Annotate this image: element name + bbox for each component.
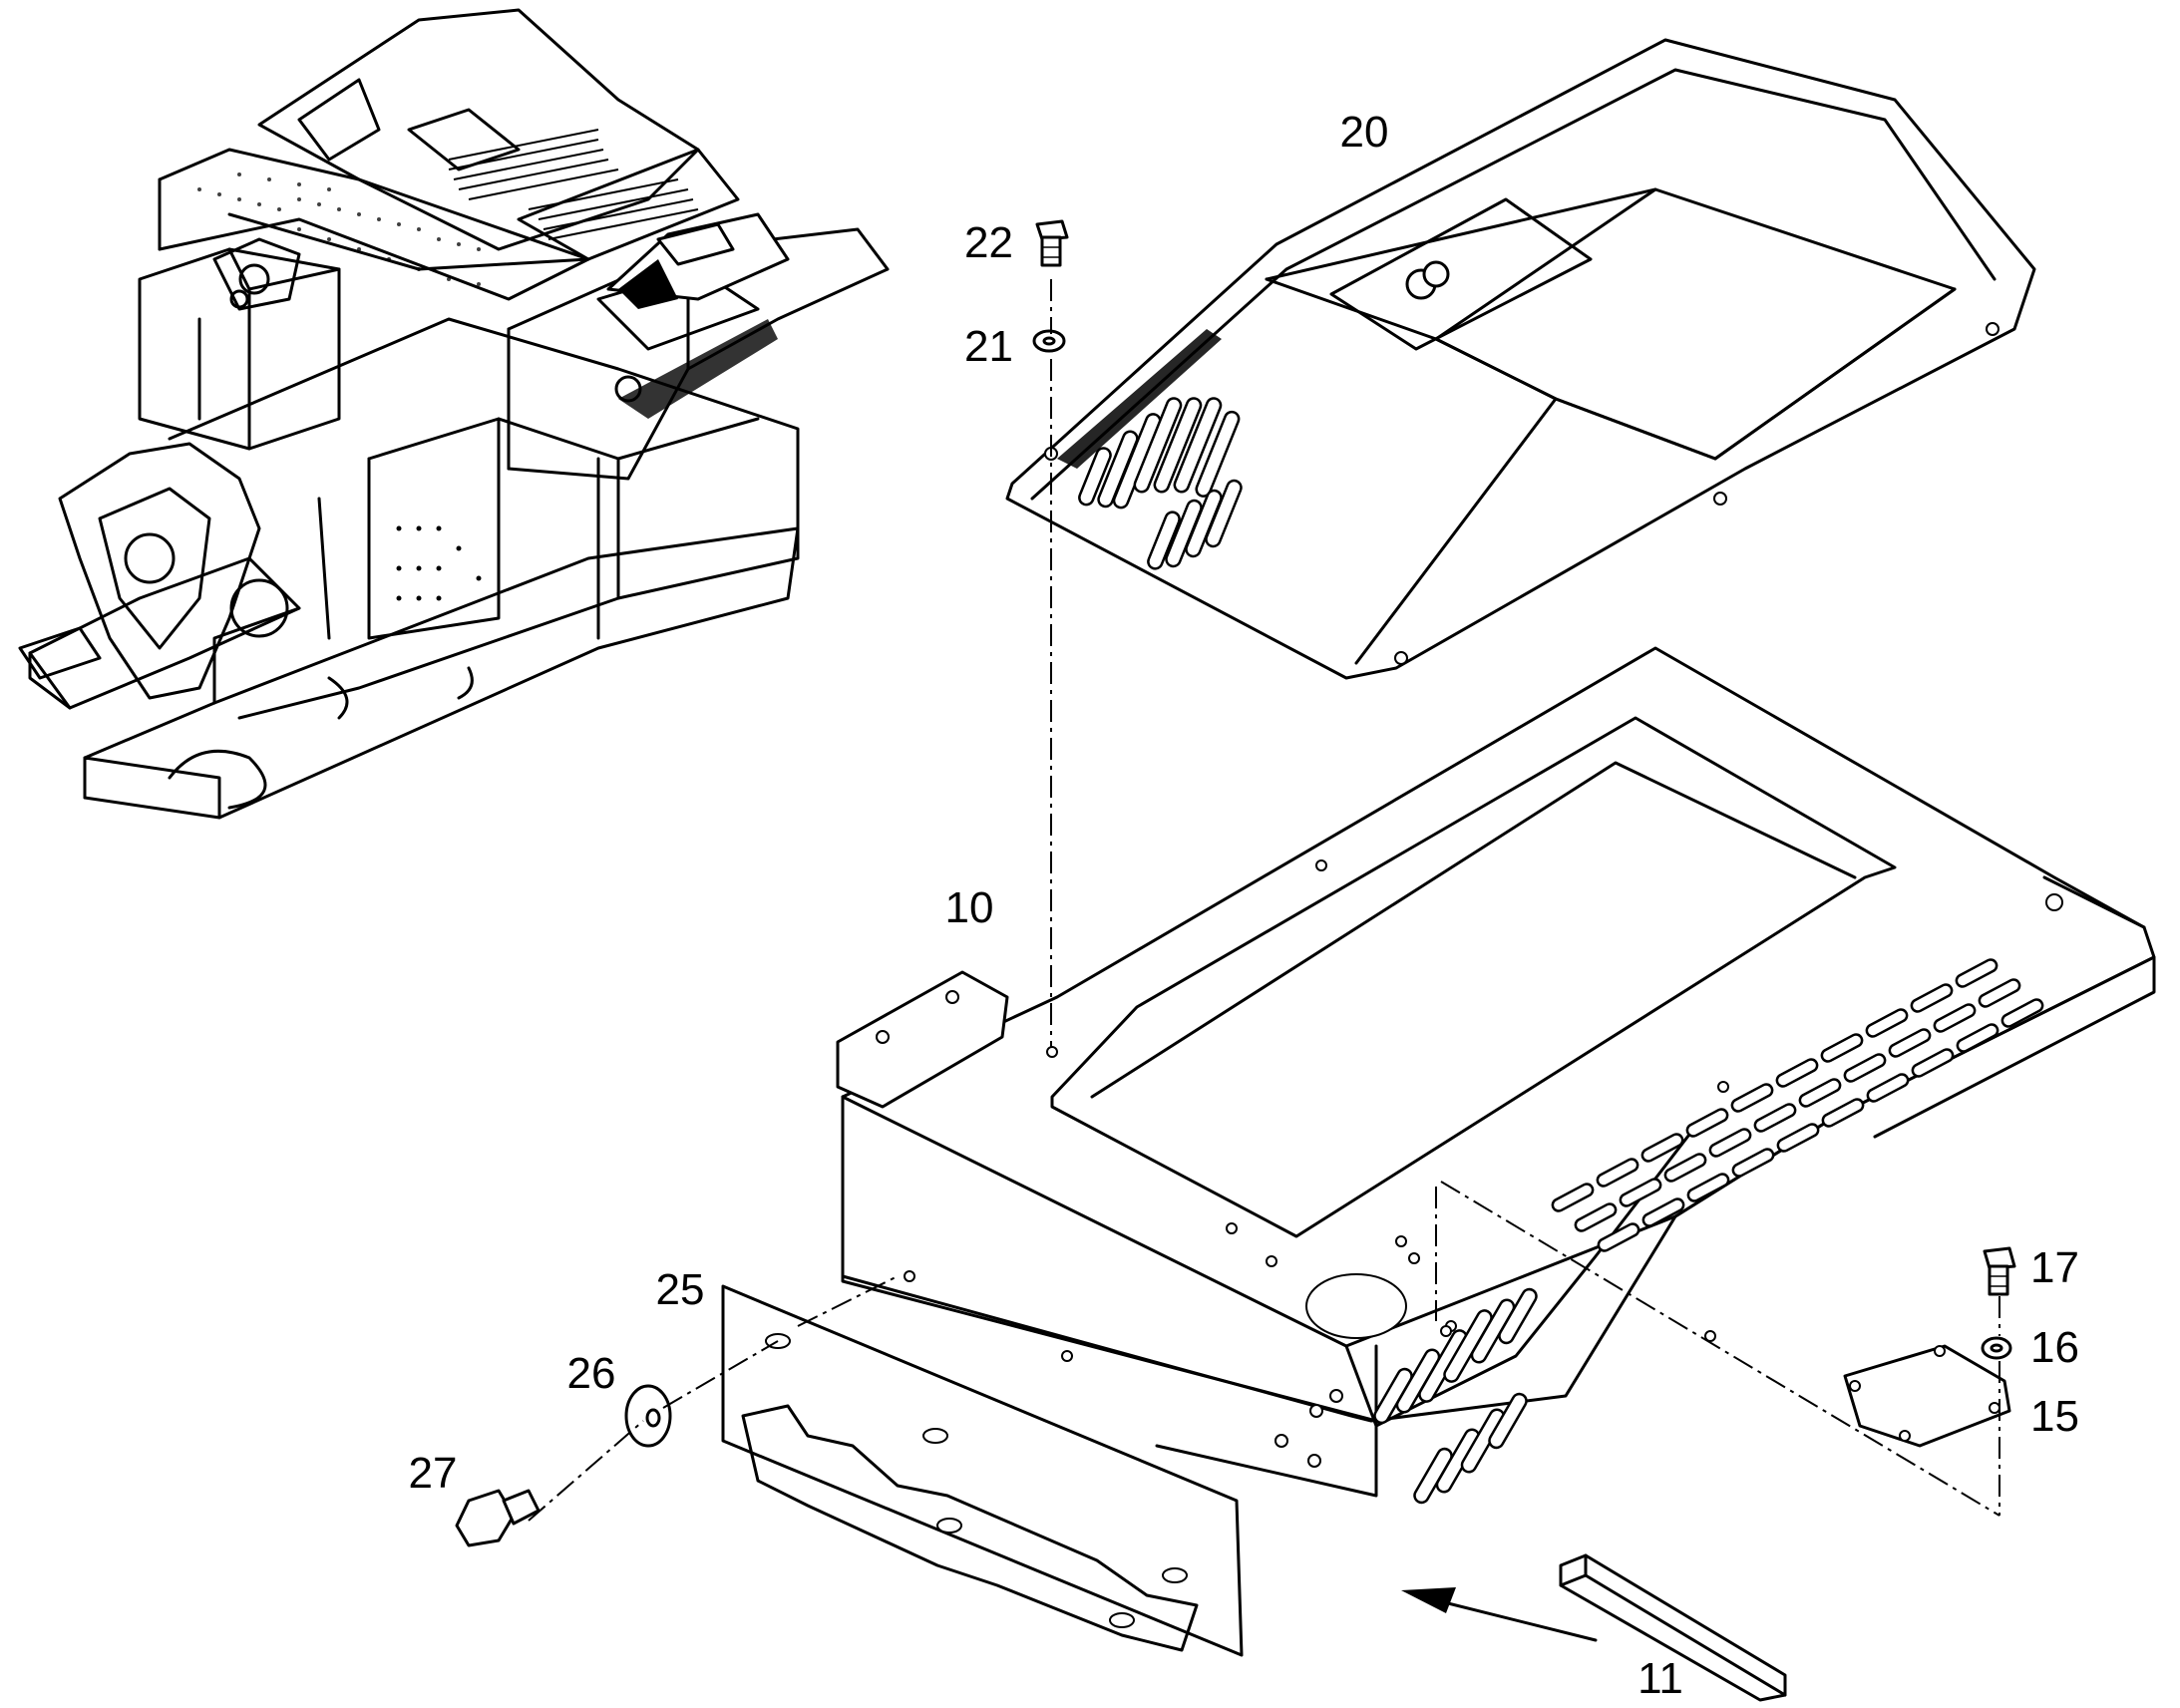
callout-22: 22 (964, 218, 1013, 267)
bolt-part-27 (455, 1489, 541, 1547)
callout-11: 11 (1637, 1654, 1683, 1703)
hood-cover-part-20 (1005, 38, 2036, 680)
side-vents (1373, 1287, 1538, 1505)
arm-vent-slots (1551, 958, 2044, 1252)
part-11-arrow (1401, 1587, 1598, 1642)
washer-part-26 (624, 1384, 672, 1448)
washer-part-16 (1981, 1336, 2012, 1360)
callout-10: 10 (945, 883, 994, 932)
callout-27: 27 (409, 1449, 458, 1498)
bolt-part-17 (1983, 1246, 2016, 1296)
callout-20: 20 (1340, 108, 1389, 157)
callout-labels: 20 22 21 10 25 26 27 17 16 15 11 (409, 108, 2079, 1703)
callout-25: 25 (656, 1265, 705, 1314)
washer-part-21 (1032, 329, 1066, 353)
strip-part-11 (1559, 1553, 1787, 1702)
callout-26: 26 (567, 1349, 616, 1398)
hood-vents (1078, 397, 1243, 570)
cover-plate-part-15 (1843, 1344, 2011, 1448)
base-box-part-10 (836, 646, 2156, 1505)
bolt-part-22 (1035, 219, 1069, 267)
callout-16: 16 (2030, 1323, 2079, 1372)
callout-17: 17 (2030, 1243, 2079, 1292)
mounting-plate-part-25 (721, 1284, 1244, 1657)
callout-21: 21 (964, 322, 1013, 371)
assembly-centerlines (528, 279, 2000, 1522)
overview-machine-illustration (18, 8, 890, 820)
callout-15: 15 (2030, 1392, 2079, 1441)
